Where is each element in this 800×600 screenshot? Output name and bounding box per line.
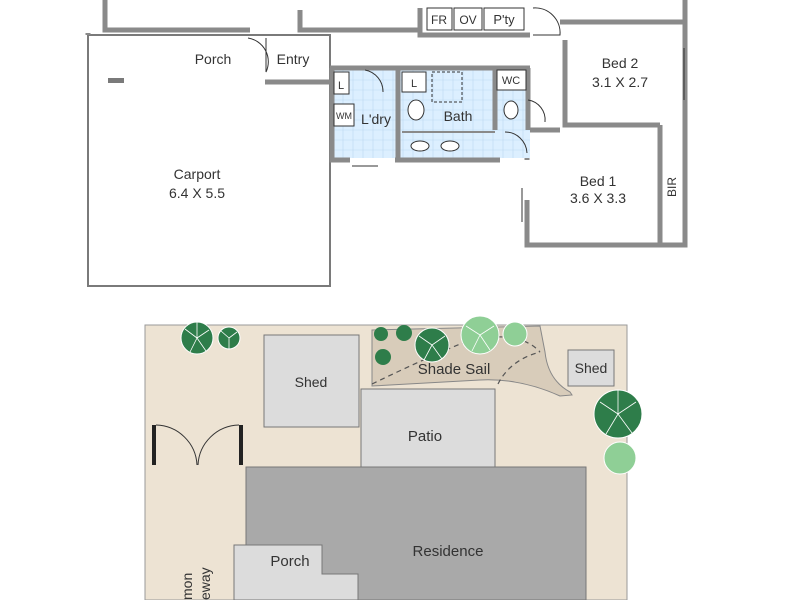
label-oven: OV: [459, 13, 476, 27]
oven-box: [453, 7, 483, 31]
label-bed1-size: 3.6 X 3.3: [570, 190, 626, 206]
laundry-door-swing: [364, 69, 384, 93]
basin-right: [440, 140, 460, 152]
shed-left-building: [263, 334, 360, 428]
label-shed-right: Shed: [575, 360, 608, 376]
label-bath: Bath: [444, 108, 473, 124]
shed-right-building: [567, 349, 615, 387]
label-bed2: Bed 2: [602, 55, 639, 71]
washing-machine-box: [333, 103, 355, 127]
porch-building: [233, 544, 359, 600]
wc-box: [496, 69, 527, 91]
porch-door-swing: [247, 37, 269, 73]
gate-swing-left: [155, 424, 198, 466]
floor-plan: Porch Entry Carport 6.4 X 5.5 L'dry Bath…: [85, 0, 688, 287]
top-wall-left: [102, 0, 250, 33]
right-outer-wall: [660, 22, 688, 248]
bed2-left-wall: [562, 40, 660, 128]
label-driveway-2: eway: [197, 567, 213, 600]
pantry-box: [483, 7, 525, 31]
label-shed-left: Shed: [295, 374, 328, 390]
tree-dark-4: [396, 325, 412, 341]
top-wall-mid: [297, 10, 420, 33]
tree-dark-5: [375, 349, 391, 365]
wet-area-left-wall: [329, 68, 350, 163]
label-laundry: L'dry: [361, 111, 391, 127]
carport-area: [87, 34, 331, 287]
label-entry: Entry: [277, 51, 310, 67]
label-shade-sail: Shade Sail: [418, 361, 491, 378]
tree-dark-6: [414, 327, 450, 363]
wc-door-swing: [527, 99, 546, 123]
bath-linen-box: [401, 71, 427, 93]
shower-box: [431, 71, 463, 103]
label-porch: Porch: [195, 51, 232, 67]
tree-dark-3: [374, 327, 388, 341]
basin-left: [410, 140, 430, 152]
label-fridge: FR: [431, 13, 447, 27]
bed1-left-wall: [524, 127, 560, 160]
fridge-box: [426, 7, 453, 31]
upper-corridor-wall: [417, 8, 530, 38]
label-driveway-line2: eway: [197, 567, 213, 600]
label-bir: BIR: [665, 177, 679, 197]
laundry-linen-box: [333, 71, 350, 95]
carport-marker: [108, 78, 124, 83]
shade-sail-outline-2: [497, 351, 541, 385]
bath-door-swing: [504, 131, 528, 154]
tree-dark-7: [593, 389, 643, 439]
tree-dark-2: [217, 326, 241, 350]
toilet-bath: [407, 99, 425, 121]
tree-light-3: [603, 441, 637, 475]
label-bed2-size: 3.1 X 2.7: [592, 74, 648, 90]
label-carport-size: 6.4 X 5.5: [169, 185, 225, 201]
label-residence: Residence: [413, 543, 484, 560]
label-pantry: P'ty: [493, 12, 515, 27]
bed2-top-wall: [560, 0, 688, 25]
toilet-wc: [503, 100, 519, 120]
label-driveway: mon: [179, 573, 195, 600]
label-driveway-line1: mon: [179, 573, 195, 600]
label-linen-bath: L: [411, 78, 417, 90]
bed2-door-swing: [532, 7, 561, 36]
patio-building: [360, 388, 496, 479]
gate-swing-right: [197, 424, 240, 466]
label-washing-machine: WM: [336, 111, 352, 121]
label-patio: Patio: [408, 428, 442, 445]
tree-light-1: [460, 315, 500, 355]
label-carport: Carport: [174, 166, 221, 182]
tree-dark-1: [180, 321, 214, 355]
label-linen-laundry: L: [338, 80, 344, 92]
tree-light-2: [502, 321, 528, 347]
label-wc: WC: [502, 75, 520, 87]
label-site-porch: Porch: [270, 553, 309, 570]
bed1-outer-wall: [524, 200, 660, 248]
label-bed1: Bed 1: [580, 173, 617, 189]
site-plan: Shed Shed Shade Sail Patio Residence Por…: [144, 315, 643, 600]
